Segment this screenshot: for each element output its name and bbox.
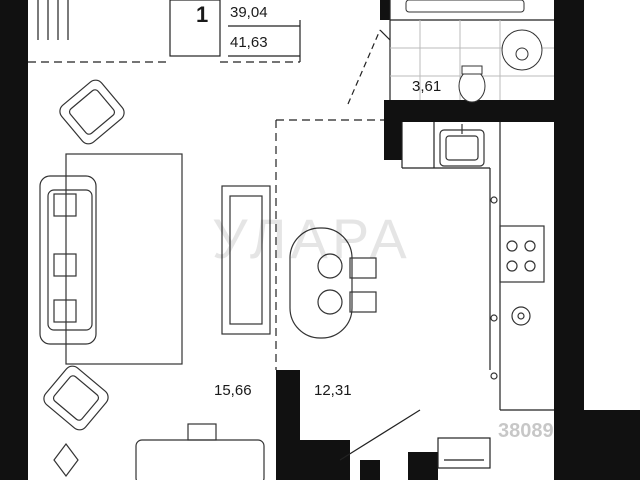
living-room-furniture [39,79,271,480]
kitchen-fixtures [439,124,545,380]
total-area-label: 39,04 [230,4,268,21]
kitchen-area-label: 12,31 [314,382,352,399]
dining-table [289,227,377,339]
room-count-label: 1 [196,2,209,27]
listing-id-watermark: 38089 [498,420,554,442]
bathroom-fixtures [390,0,554,103]
bathroom-area-label: 3,61 [412,78,442,95]
door-swing-icon [347,29,391,105]
brand-watermark: УЛАРА [212,207,411,270]
living-room-area-label: 15,66 [214,382,252,399]
total-area-with-balcony-label: 41,63 [230,34,268,51]
wall-outlines [28,0,554,469]
